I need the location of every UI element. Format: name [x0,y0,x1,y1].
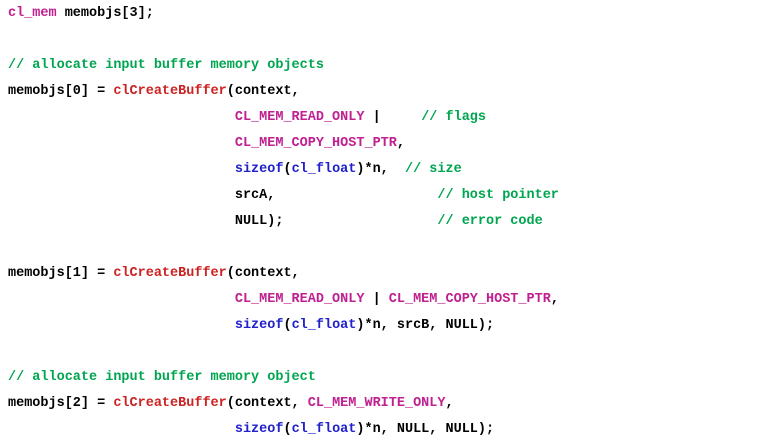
code-token-plain: , [550,292,559,307]
code-token-comment: // allocate input buffer memory objects [8,58,324,73]
code-token-func: clCreateBuffer [113,84,227,99]
code-line [8,235,760,261]
code-line: memobjs[1] = clCreateBuffer(context, [8,261,760,287]
code-line: CL_MEM_READ_ONLY | // flags [8,105,760,131]
code-token-comment: // allocate input buffer memory object [8,370,316,385]
code-token-comment: // size [404,162,462,177]
code-token-plain: ( [283,318,292,333]
code-token-plain [8,422,235,437]
code-token-plain [8,110,235,125]
code-token-plain: (context, [226,84,300,99]
code-line: CL_MEM_COPY_HOST_PTR, [8,131,760,157]
code-token-plain: )*n, [356,162,405,177]
code-token-const: CL_MEM_WRITE_ONLY [307,396,446,411]
code-token-const: cl_mem [8,6,57,21]
code-token-kw: sizeof [234,318,284,333]
code-token-kw: sizeof [234,422,284,437]
code-line [8,339,760,365]
code-token-plain [8,292,235,307]
code-token-func: clCreateBuffer [113,266,227,281]
code-token-plain: )*n, srcB, NULL); [356,318,495,333]
code-token-plain: ( [283,422,292,437]
code-token-plain [8,318,235,333]
code-token-const: CL_MEM_COPY_HOST_PTR [388,292,551,307]
code-token-plain: srcA, [234,188,438,203]
code-token-plain: , [445,396,454,411]
code-token-kw: cl_float [291,162,357,177]
code-token-plain: memobjs[0] = [8,84,114,99]
code-token-plain: memobjs[2] = [8,396,114,411]
code-token-kw: sizeof [234,162,284,177]
code-token-plain: NULL); [234,214,438,229]
code-token-plain: (context, [226,396,308,411]
code-token-const: CL_MEM_READ_ONLY [234,292,365,307]
code-line: NULL); // error code [8,209,760,235]
code-token-kw: cl_float [291,318,357,333]
code-token-plain: memobjs[3]; [56,6,154,21]
code-line: CL_MEM_READ_ONLY | CL_MEM_COPY_HOST_PTR, [8,287,760,313]
code-token-kw: cl_float [291,422,357,437]
code-token-plain: )*n, NULL, NULL); [356,422,495,437]
code-line: memobjs[2] = clCreateBuffer(context, CL_… [8,391,760,417]
code-token-comment: // flags [421,110,486,125]
code-token-plain: ( [283,162,292,177]
code-token-comment: // host pointer [437,188,559,203]
code-token-plain: (context, [226,266,300,281]
code-token-plain: | [364,292,389,307]
code-line: sizeof(cl_float)*n, NULL, NULL); [8,417,760,443]
code-token-plain [8,214,235,229]
code-line [8,27,760,53]
code-line: sizeof(cl_float)*n, // size [8,157,760,183]
code-token-plain [8,136,235,151]
code-line: memobjs[0] = clCreateBuffer(context, [8,79,760,105]
code-token-const: CL_MEM_COPY_HOST_PTR [234,136,397,151]
code-line: sizeof(cl_float)*n, srcB, NULL); [8,313,760,339]
code-token-plain [8,162,235,177]
code-token-func: clCreateBuffer [113,396,227,411]
code-line: // allocate input buffer memory objects [8,53,760,79]
code-token-const: CL_MEM_READ_ONLY [234,110,365,125]
code-line: cl_mem memobjs[3]; [8,1,760,27]
code-line: // allocate input buffer memory object [8,365,760,391]
code-token-plain: | [364,110,422,125]
code-token-plain [8,188,235,203]
code-line: srcA, // host pointer [8,183,760,209]
code-token-plain: memobjs[1] = [8,266,114,281]
code-token-plain: , [396,136,405,151]
code-token-comment: // error code [437,214,543,229]
